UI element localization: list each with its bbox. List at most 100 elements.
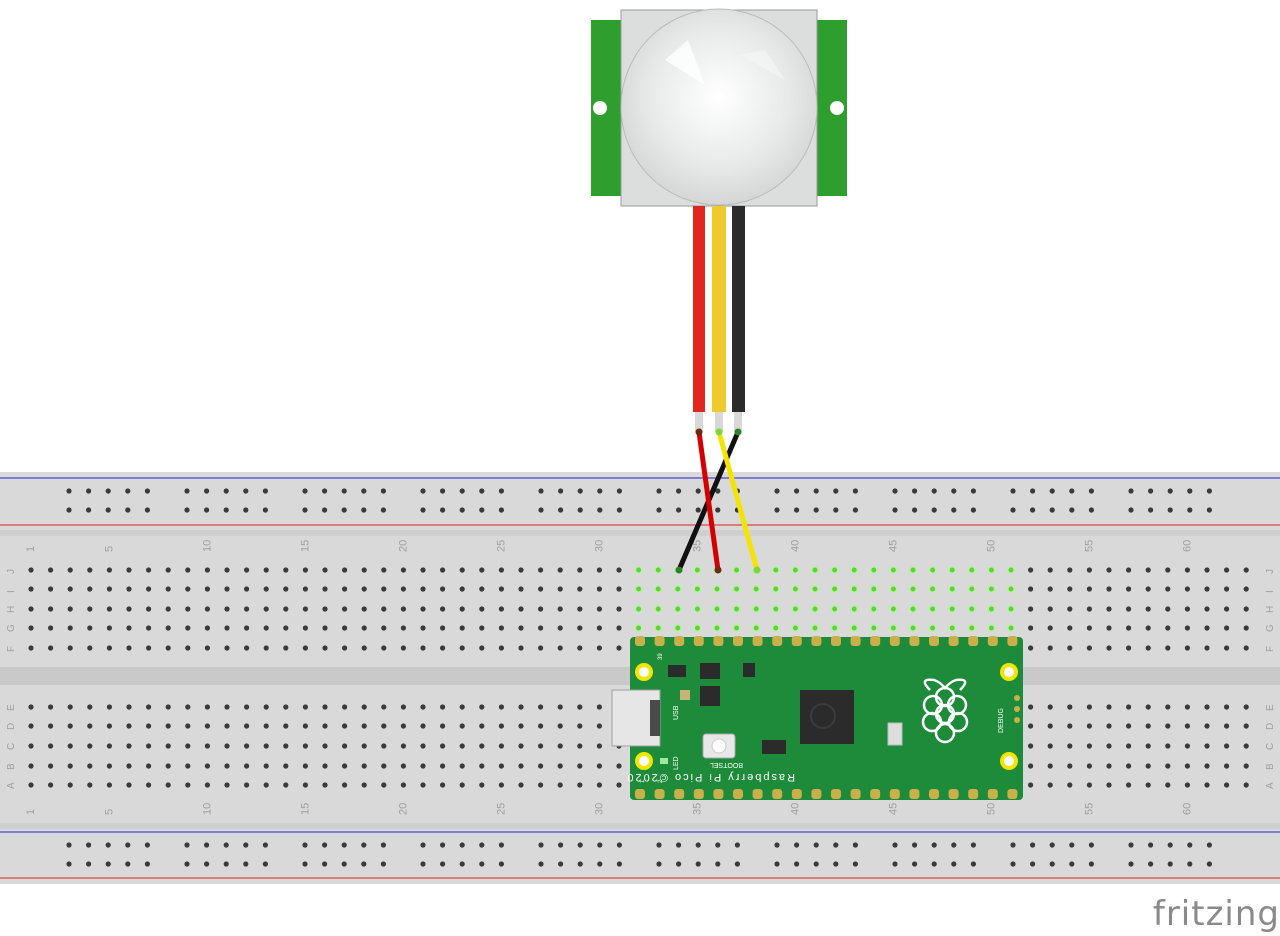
- breadboard-hole: [912, 842, 918, 848]
- breadboard-hole: [912, 488, 918, 494]
- breadboard-hole: [577, 842, 583, 848]
- breadboard-hole: [87, 782, 93, 788]
- row-letter: H: [1265, 606, 1276, 613]
- breadboard-hole: [1126, 743, 1132, 749]
- breadboard-hole: [420, 507, 426, 513]
- breadboard-hole: [1106, 606, 1112, 612]
- breadboard-hole: [283, 586, 289, 592]
- debug-label: DEBUG: [998, 708, 1005, 733]
- breadboard-hole: [459, 645, 465, 651]
- breadboard-hole: [654, 624, 663, 632]
- breadboard-hole: [283, 645, 289, 651]
- breadboard-hole: [185, 625, 191, 631]
- breadboard-hole: [322, 723, 328, 729]
- breadboard-hole: [459, 704, 465, 710]
- breadboard-hole: [1126, 723, 1132, 729]
- breadboard-hole: [791, 605, 800, 613]
- breadboard-hole: [87, 723, 93, 729]
- breadboard-hole: [165, 743, 171, 749]
- breadboard-hole: [970, 507, 977, 513]
- breadboard-hole: [322, 507, 328, 513]
- breadboard-hole: [987, 605, 996, 613]
- usb-port: [650, 700, 660, 736]
- breadboard-hole: [830, 624, 839, 632]
- breadboard-hole: [1047, 567, 1053, 573]
- breadboard-hole: [1047, 586, 1053, 592]
- breadboard-hole: [909, 605, 917, 613]
- breadboard-hole: [341, 507, 347, 513]
- breadboard-hole: [656, 488, 662, 494]
- breadboard-hole: [1224, 606, 1230, 612]
- breadboard-hole: [1047, 606, 1053, 612]
- breadboard-hole: [126, 606, 132, 612]
- breadboard-hole: [987, 585, 996, 593]
- breadboard-hole: [87, 567, 93, 573]
- breadboard-hole: [928, 605, 937, 613]
- breadboard-hole: [693, 605, 702, 613]
- pico-mount-hole-inner: [1004, 756, 1014, 766]
- breadboard-hole: [538, 606, 544, 612]
- breadboard-hole: [676, 861, 682, 867]
- breadboard-hole: [616, 861, 623, 867]
- breadboard-hole: [48, 567, 54, 573]
- breadboard-hole: [283, 606, 289, 612]
- breadboard-hole: [361, 586, 367, 592]
- breadboard-hole: [1148, 861, 1154, 867]
- breadboard-hole: [146, 704, 152, 710]
- pico-pin: [674, 789, 685, 799]
- breadboard-hole: [244, 606, 250, 612]
- breadboard-hole: [1049, 842, 1055, 848]
- breadboard-hole: [67, 743, 73, 749]
- red-jumper-wire[interactable]: [696, 429, 721, 573]
- breadboard-hole: [400, 743, 406, 749]
- rp2040-chip: [800, 690, 854, 744]
- breadboard-hole: [616, 763, 622, 769]
- breadboard-hole: [498, 861, 504, 867]
- row-letter: G: [6, 624, 17, 632]
- breadboard-hole: [557, 625, 563, 631]
- breadboard-hole: [479, 723, 485, 729]
- wire-end: [714, 566, 722, 574]
- breadboard-hole: [695, 861, 701, 867]
- breadboard-hole: [1167, 842, 1173, 848]
- breadboard-hole: [67, 704, 73, 710]
- pico-pin: [968, 636, 979, 646]
- breadboard-hole: [967, 585, 976, 593]
- breadboard-hole: [302, 645, 308, 651]
- breadboard-hole: [931, 861, 937, 867]
- pir-lead-yellow: [712, 206, 726, 412]
- breadboard-hole: [263, 763, 269, 769]
- breadboard-hole: [616, 586, 622, 592]
- breadboard-hole: [1069, 507, 1075, 513]
- breadboard-hole: [912, 861, 918, 867]
- column-number: 35: [691, 803, 703, 815]
- yellow-jumper-wire[interactable]: [716, 429, 760, 573]
- raspberry-pi-pico[interactable]: Raspberry Pi Pico ©2020 USB BOOTSEL LED …: [611, 636, 1023, 800]
- breadboard-hole: [126, 782, 132, 788]
- breadboard-hole: [440, 586, 446, 592]
- breadboard-hole: [869, 566, 878, 574]
- breadboard-hole: [420, 645, 426, 651]
- pico-pin: [752, 636, 763, 646]
- breadboard-hole: [1148, 488, 1154, 494]
- row-letter: C: [6, 743, 17, 750]
- breadboard-hole: [322, 763, 328, 769]
- breadboard-hole: [892, 842, 898, 848]
- breadboard-hole: [498, 842, 504, 848]
- breadboard-hole: [165, 625, 171, 631]
- breadboard-hole: [1184, 704, 1190, 710]
- breadboard-hole: [459, 743, 465, 749]
- breadboard-hole: [928, 585, 937, 593]
- pir-sensor[interactable]: [591, 8, 847, 432]
- breadboard-hole: [1128, 861, 1134, 867]
- breadboard-hole: [1028, 645, 1034, 651]
- breadboard-hole: [1243, 606, 1249, 612]
- jumper-wires[interactable]: [675, 428, 761, 574]
- breadboard-hole: [538, 723, 544, 729]
- breadboard-hole: [1088, 507, 1094, 513]
- breadboard-hole: [106, 625, 112, 631]
- breadboard-hole: [479, 842, 485, 848]
- breadboard-hole: [87, 625, 93, 631]
- breadboard-hole: [1069, 488, 1075, 494]
- breadboard-hole: [126, 645, 132, 651]
